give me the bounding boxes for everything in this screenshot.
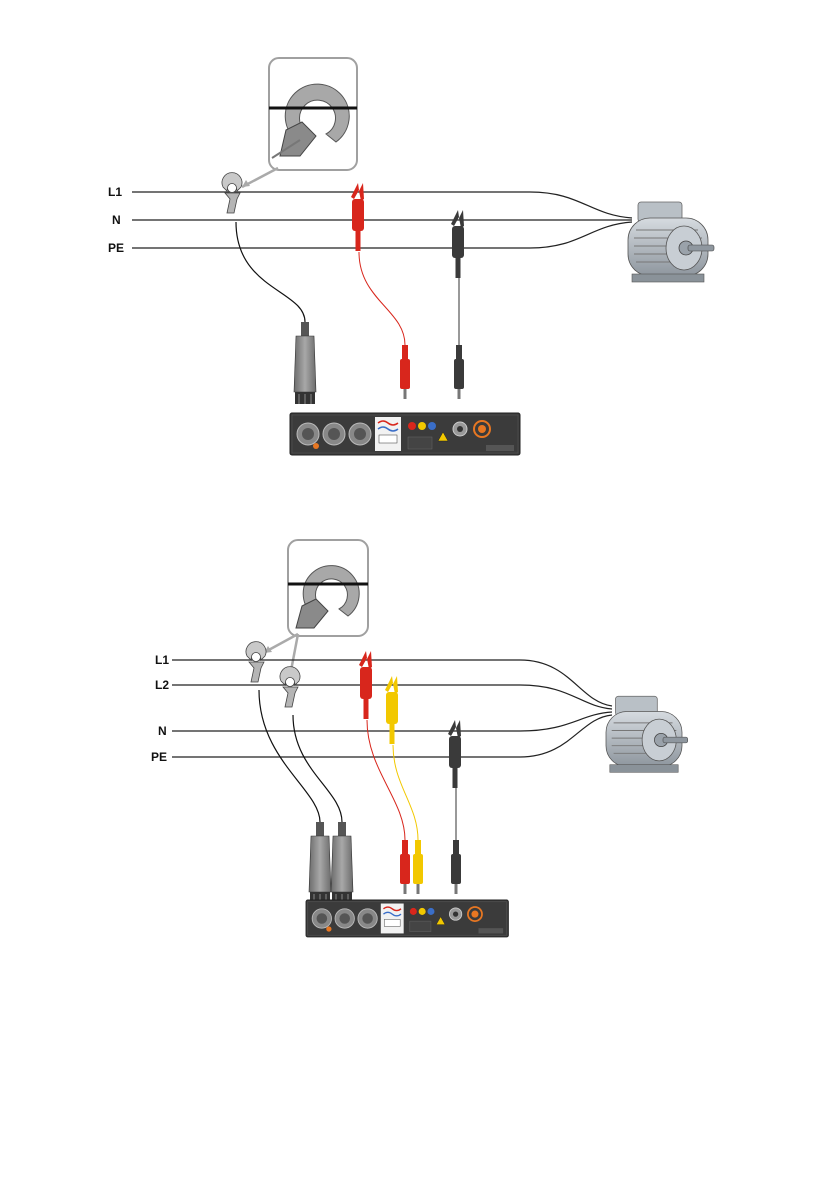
line-label-n: N [112, 213, 121, 227]
conductor-l1 [132, 192, 632, 218]
clamp-cable [259, 690, 320, 822]
line-label-l1: L1 [108, 185, 122, 199]
clamp-icon [222, 173, 242, 213]
clamp-icon [246, 642, 266, 682]
clamp-inset-1 [269, 58, 357, 170]
yellow-crocodile-clip-icon [385, 676, 398, 744]
motor-icon [606, 696, 688, 772]
clamp-cable [236, 222, 305, 322]
conductor-pe [132, 222, 632, 248]
black-banana-plug-icon [454, 345, 464, 399]
red-crocodile-clip-icon [351, 183, 364, 251]
red-banana-plug-icon [400, 345, 410, 399]
line-label-l1: L1 [155, 653, 169, 667]
black-crocodile-clip-icon [448, 720, 461, 788]
black-banana-plug-icon [451, 840, 461, 894]
diagram-2: L1 L2 N PE [151, 540, 688, 937]
current-plug [309, 822, 331, 904]
line-label-pe: PE [151, 750, 167, 764]
meter-panel-icon [306, 900, 508, 937]
line-label-l2: L2 [155, 678, 169, 692]
red-crocodile-clip-icon [359, 651, 372, 719]
line-label-pe: PE [108, 241, 124, 255]
yellow-banana-plug-icon [413, 840, 423, 894]
clamp-inset-2 [288, 540, 368, 636]
line-label-n: N [158, 724, 167, 738]
yellow-lead [393, 745, 418, 840]
red-lead [359, 252, 405, 345]
meter-panel-icon [290, 413, 520, 455]
current-plug [331, 822, 353, 904]
red-banana-plug-icon [400, 840, 410, 894]
diagram-1: L1 N PE [108, 58, 714, 455]
clamp-icon [280, 667, 300, 707]
motor-icon [628, 202, 714, 282]
current-plug [294, 322, 316, 404]
